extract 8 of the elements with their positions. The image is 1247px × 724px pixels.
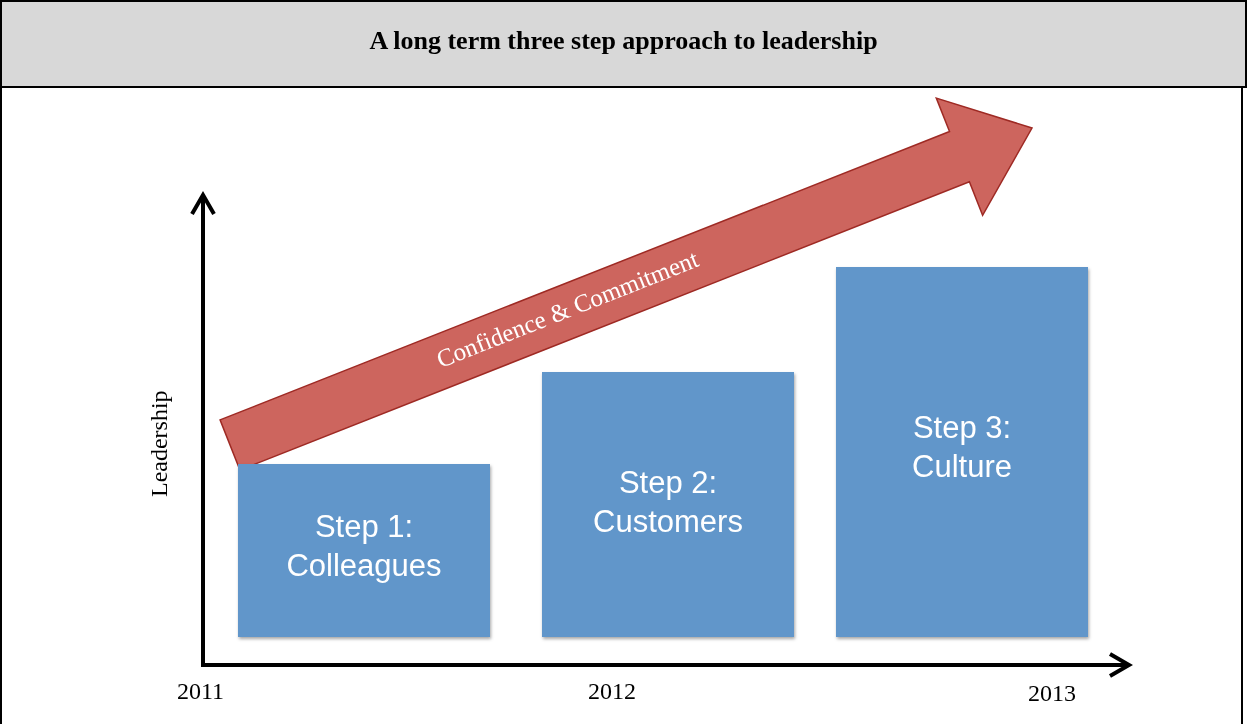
year-label: 2013	[1028, 680, 1076, 707]
step-box: Step 2: Customers	[542, 372, 794, 637]
step-box: Step 1: Colleagues	[238, 464, 490, 637]
year-label: 2012	[588, 678, 636, 705]
year-label: 2011	[177, 678, 225, 705]
axis-title: Leadership	[146, 390, 173, 497]
step-box: Step 3: Culture	[836, 267, 1088, 637]
title: A long term three step approach to leadership	[368, 26, 879, 56]
